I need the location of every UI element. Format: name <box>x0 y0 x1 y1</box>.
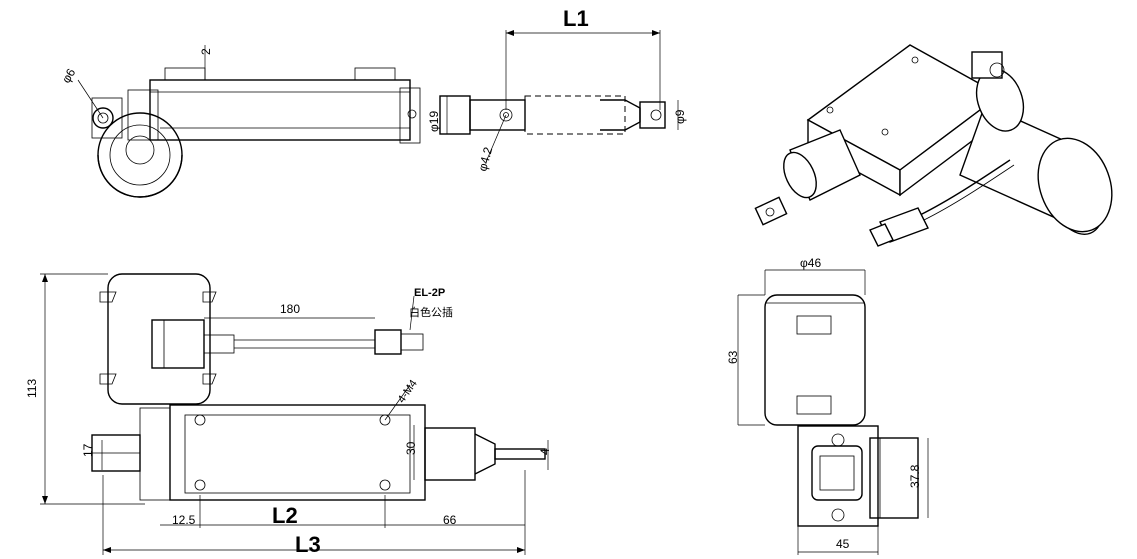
label-66: 66 <box>443 513 457 527</box>
label-4: 4 <box>538 448 552 455</box>
side-motor-housing <box>764 294 866 426</box>
front-body <box>169 404 426 501</box>
label-37-8: 37.8 <box>908 464 922 488</box>
label-180: 180 <box>280 302 300 316</box>
label-phi6: φ6 <box>59 66 79 86</box>
label-113: 113 <box>25 379 39 398</box>
label-phi4-2: φ4.2 <box>475 145 495 173</box>
top-view <box>77 30 679 198</box>
front-view <box>40 273 549 555</box>
label-12-5: 12.5 <box>172 513 196 527</box>
label-30: 30 <box>404 441 418 455</box>
clevis-hole <box>92 107 114 129</box>
label-4-m4: 4-M4 <box>396 378 420 405</box>
label-phi9: φ9 <box>673 109 687 124</box>
label-connector-code: EL-2P <box>414 287 445 299</box>
label-45: 45 <box>836 537 850 551</box>
side-view <box>737 269 929 555</box>
label-17: 17 <box>81 443 95 457</box>
label-L1: L1 <box>563 6 589 31</box>
label-L3: L3 <box>295 532 321 557</box>
label-2: 2 <box>199 48 213 55</box>
motor-housing <box>107 273 211 405</box>
label-63: 63 <box>726 350 740 364</box>
label-L2: L2 <box>272 503 298 528</box>
isometric-view <box>754 44 1113 247</box>
label-connector-desc: 白色公插 <box>409 305 453 319</box>
actuator-body <box>149 79 411 141</box>
label-phi46: φ46 <box>800 256 821 270</box>
label-phi19: φ19 <box>427 111 441 132</box>
